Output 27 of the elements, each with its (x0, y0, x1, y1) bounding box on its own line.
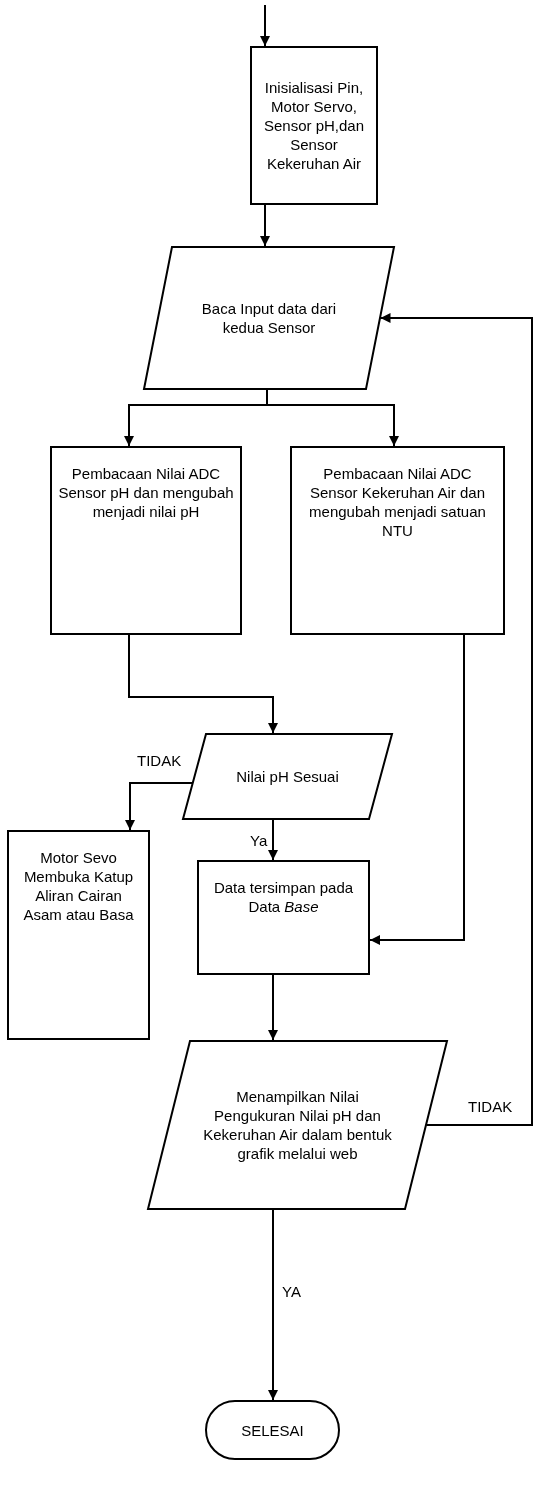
process-box (197, 860, 370, 975)
arrow (260, 4, 270, 47)
arrow (369, 634, 465, 945)
input-output-parallelogram (143, 246, 395, 390)
process-box (7, 830, 150, 1040)
node-text: Menampilkan Nilai Pengukuran Nilai pH dan Kekeruhan Air dalam bentuk grafik melalui web (202, 1087, 393, 1163)
node-text: Baca Input data dari kedua Sensor (200, 299, 338, 337)
node-text: Motor Sevo Membuka Katup Aliran Cairan Asam atau Basa (22, 848, 135, 924)
arrow (128, 634, 278, 734)
input-output-parallelogram (147, 1040, 448, 1210)
input-output-parallelogram (182, 733, 393, 820)
node-text: Data tersimpan pada Data Base (212, 878, 355, 916)
node-text: Nilai pH Sesuai (236, 767, 339, 786)
arrow (379, 313, 533, 1126)
terminator-box (205, 1400, 340, 1460)
arrow (266, 389, 399, 447)
arrow (268, 1209, 278, 1401)
arrow (260, 204, 270, 247)
process-box (290, 446, 505, 635)
arrow (268, 974, 278, 1041)
node-text: Pembacaan Nilai ADC Sensor Kekeruhan Air dan mengubah menjadi satuan NTU (308, 464, 487, 540)
node-text: SELESAI (241, 1420, 304, 1440)
node-text: Inisialisasi Pin, Motor Servo, Sensor pH,dan Sensor Kekeruhan Air (262, 78, 366, 173)
node-text: Pembacaan Nilai ADC Sensor pH dan mengubah menjadi nilai pH (58, 464, 234, 521)
arrow (268, 819, 278, 861)
process-box (50, 446, 242, 635)
process-box (250, 46, 378, 205)
